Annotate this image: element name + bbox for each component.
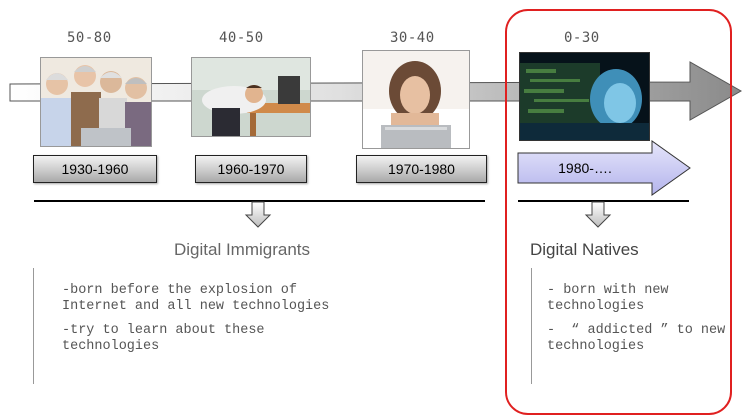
sleeping-man-illustration bbox=[192, 58, 310, 136]
natives-highlight-box bbox=[505, 9, 732, 415]
bored-woman-illustration bbox=[363, 51, 469, 148]
immigrants-down-arrow bbox=[244, 201, 272, 228]
age-label: 30-40 bbox=[390, 30, 435, 46]
natives-bracket bbox=[531, 268, 532, 384]
era-label: 1970-1980 bbox=[356, 155, 487, 183]
age-label: 0-30 bbox=[564, 30, 600, 46]
bored-woman-photo bbox=[362, 50, 470, 149]
age-label: 40-50 bbox=[219, 30, 264, 46]
child-screen-photo bbox=[519, 52, 650, 141]
native-era-arrow bbox=[517, 140, 691, 196]
elderly-people-photo bbox=[40, 57, 152, 147]
child-screen-illustration bbox=[520, 53, 649, 140]
era-label: 1930-1960 bbox=[33, 155, 157, 183]
immigrants-point: -born before the explosion of Internet a… bbox=[62, 283, 330, 314]
natives-point: - born with new technologies bbox=[547, 283, 677, 314]
natives-point: - “ addicted ” to new technologies bbox=[547, 323, 734, 354]
immigrants-bracket bbox=[33, 268, 34, 384]
immigrants-point: -try to learn about these technologies bbox=[62, 323, 273, 354]
natives-heading: Digital Natives bbox=[530, 240, 639, 259]
age-label: 50-80 bbox=[67, 30, 112, 46]
sleeping-man-photo bbox=[191, 57, 311, 137]
immigrants-description: -born before the explosion of Internet a… bbox=[62, 283, 362, 363]
era-label: 1960-1970 bbox=[195, 155, 307, 183]
natives-down-arrow bbox=[584, 201, 612, 228]
era-label: 1980-…. bbox=[558, 160, 612, 176]
natives-description: - born with new technologies - “ addicte… bbox=[547, 283, 727, 363]
immigrants-heading: Digital Immigrants bbox=[174, 240, 311, 259]
elderly-people-illustration bbox=[41, 58, 151, 146]
